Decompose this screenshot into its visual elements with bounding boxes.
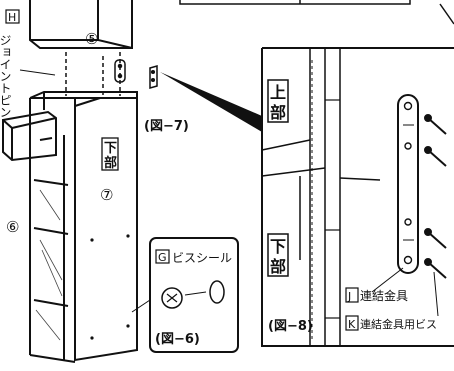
zoom-pointer	[160, 72, 262, 132]
fig8-panel: 上 部 下 部	[261, 47, 454, 347]
cabinet-bottom-lower: 部	[104, 155, 117, 171]
fig6-label: (図−6)	[155, 332, 200, 347]
fig8-bottom-upper: 下	[270, 237, 286, 256]
part-j-letter: J	[347, 290, 351, 303]
part-5-label: ⑤	[85, 30, 98, 48]
screw-head-icon	[161, 287, 183, 309]
part-g-name: ビスシール	[172, 251, 232, 265]
part-k-name: 連結金具用ビス	[360, 317, 437, 331]
cabinet-bottom-upper: 下	[104, 141, 117, 156]
fig7-label: (図−7)	[144, 119, 189, 134]
fig8-label: (図−8)	[268, 319, 313, 334]
part-k-letter: K	[348, 318, 356, 331]
part-h-letter: H	[8, 11, 16, 24]
fig8-top-lower: 部	[270, 103, 286, 122]
main-cabinet	[29, 91, 138, 363]
part-h-name: ジョイントピン	[0, 34, 12, 118]
part-6-label: ⑥	[6, 218, 19, 236]
part-g-letter: G	[158, 251, 167, 264]
fig8-top-upper: 上	[270, 83, 286, 102]
cropped-top-right	[179, 0, 454, 25]
drawer	[2, 110, 57, 162]
upper-box-part-5	[29, 0, 133, 49]
part-j-name: 連結金具	[360, 288, 408, 303]
screw-dots	[90, 234, 130, 340]
fig8-bottom-lower: 部	[270, 257, 286, 276]
screw-icons	[424, 114, 447, 279]
part-7-label: ⑦	[100, 186, 113, 204]
panel-hatching	[35, 189, 63, 341]
bracket-mini	[149, 65, 158, 89]
cabinet-bottom-box	[101, 137, 119, 171]
seal-icon	[209, 280, 225, 304]
joint-pin-small	[114, 59, 126, 83]
pin-guides	[65, 52, 121, 96]
fig6-inset: G ビスシール (図−6)	[149, 237, 239, 353]
part-h-callout: H ジョイントピン	[0, 9, 56, 118]
connecting-bracket-icon	[397, 94, 419, 274]
